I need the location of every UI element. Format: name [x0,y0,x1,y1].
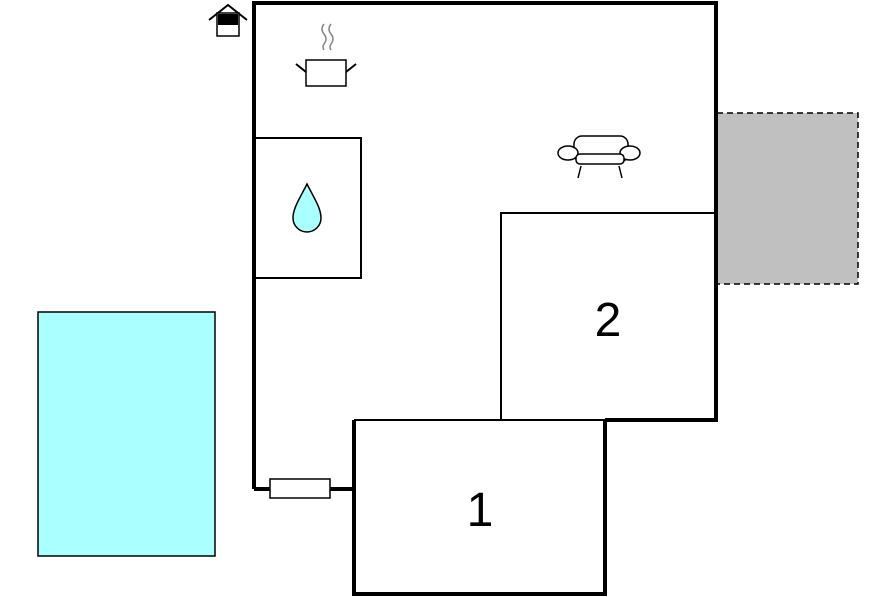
terrace [716,112,859,285]
room-2: 2 [500,212,716,420]
water-drop-icon [292,182,322,233]
room-1-label: 1 [467,484,494,537]
window-icon [269,478,331,499]
house-entrance-icon [208,3,248,37]
bathroom [254,137,362,279]
room-2-label: 2 [595,294,622,347]
cooking-pot-icon [295,23,357,87]
room-1: 1 [352,419,607,596]
pool [37,311,216,557]
sofa-icon [557,135,641,179]
